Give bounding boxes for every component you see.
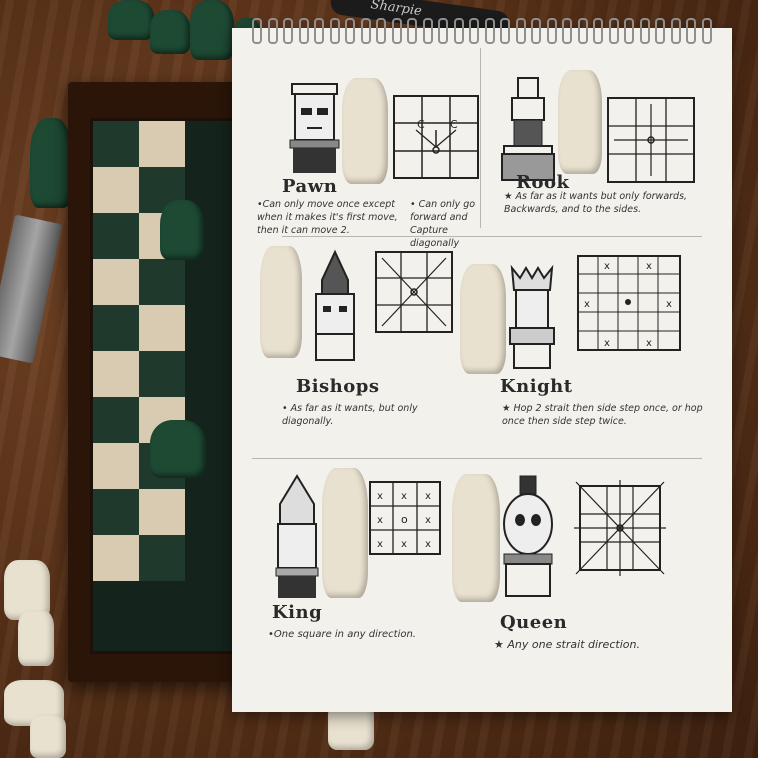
spiral-ring — [391, 18, 402, 44]
spiral-ring — [670, 18, 681, 44]
green-piece — [150, 10, 190, 54]
knight-sketch — [506, 264, 558, 372]
spiral-ring — [686, 18, 696, 44]
spiral-binding — [252, 18, 712, 44]
svg-text:x: x — [646, 338, 652, 349]
spiral-ring — [655, 18, 665, 44]
pawn-note-move: •Can only move once except when it makes… — [257, 199, 398, 236]
svg-text:x: x — [646, 261, 652, 272]
svg-text:x: x — [377, 515, 383, 526]
spiral-ring — [438, 18, 448, 44]
king-move-grid: x x x x o x x x x — [368, 480, 442, 556]
spiral-ring — [515, 18, 526, 44]
spiral-ring — [546, 18, 557, 44]
sketchbook-page: C C Pawn •Can only move once except when… — [232, 18, 732, 712]
rook-move-grid — [606, 96, 696, 184]
queen-sketch — [500, 474, 556, 600]
pawn-note-capture: • Can only go forward and Capture diagon… — [410, 199, 476, 249]
rook-sketch — [500, 76, 555, 184]
spiral-ring — [422, 18, 433, 44]
green-piece — [190, 0, 234, 60]
spiral-ring — [267, 18, 278, 44]
section-divider — [282, 236, 702, 237]
bishop-piece-photo — [260, 246, 302, 358]
spiral-ring — [376, 18, 386, 44]
queen-piece-photo — [452, 474, 500, 602]
spiral-ring — [298, 18, 309, 44]
rook-title: Rook — [516, 172, 570, 193]
section-divider — [252, 458, 702, 459]
bishops-title: Bishops — [296, 376, 380, 397]
svg-text:x: x — [377, 539, 383, 550]
spiral-ring — [531, 18, 541, 44]
pawn-title: Pawn — [282, 176, 338, 197]
queen-title: Queen — [500, 612, 568, 633]
king-note: •One square in any direction. — [268, 629, 416, 640]
spiral-ring — [407, 18, 417, 44]
knight-note: ★ Hop 2 strait then side step once, or h… — [502, 403, 703, 427]
svg-text:x: x — [425, 491, 431, 502]
queen-note: ★ Any one strait direction. — [494, 638, 640, 651]
spiral-ring — [360, 18, 371, 44]
marker-label: Sharpie — [369, 0, 423, 20]
spiral-ring — [624, 18, 634, 44]
spiral-ring — [283, 18, 293, 44]
svg-text:x: x — [401, 539, 407, 550]
column-divider — [480, 48, 481, 228]
svg-text:x: x — [425, 515, 431, 526]
spiral-ring — [329, 18, 340, 44]
knight-piece-photo — [460, 264, 506, 374]
spiral-ring — [701, 18, 712, 44]
spiral-ring — [469, 18, 479, 44]
queen-move-grid — [572, 478, 668, 578]
green-piece — [108, 0, 154, 40]
pawn-sketch — [287, 78, 342, 178]
spiral-ring — [562, 18, 572, 44]
king-title: King — [272, 602, 323, 623]
cream-piece — [18, 610, 54, 666]
spiral-ring — [608, 18, 619, 44]
svg-text:x: x — [604, 261, 610, 272]
pawn-move-grid: C C — [392, 94, 480, 180]
bishop-sketch — [310, 249, 360, 364]
svg-text:x: x — [425, 539, 431, 550]
king-piece-photo — [322, 468, 368, 598]
spiral-ring — [314, 18, 324, 44]
spiral-ring — [345, 18, 355, 44]
spiral-ring — [639, 18, 650, 44]
spiral-ring — [484, 18, 495, 44]
green-piece-on-board — [150, 420, 206, 478]
spiral-ring — [500, 18, 510, 44]
svg-text:x: x — [377, 491, 383, 502]
svg-text:x: x — [604, 338, 610, 349]
spiral-ring — [593, 18, 603, 44]
green-piece — [30, 118, 72, 208]
svg-text:x: x — [584, 299, 590, 310]
green-piece-on-board — [160, 200, 204, 260]
spiral-ring — [252, 18, 262, 44]
bishop-move-grid — [374, 250, 454, 334]
spiral-ring — [577, 18, 588, 44]
capture-letter: C — [450, 118, 458, 131]
knight-title: Knight — [500, 376, 573, 397]
spiral-ring — [453, 18, 464, 44]
svg-text:o: o — [401, 513, 408, 526]
rook-piece-photo — [558, 70, 602, 174]
pawn-piece-photo — [342, 78, 388, 184]
capture-letter: C — [417, 118, 425, 131]
svg-text:x: x — [666, 299, 672, 310]
rook-note: ★ As far as it wants but only forwards, … — [504, 191, 688, 215]
svg-text:x: x — [401, 491, 407, 502]
king-sketch — [272, 474, 322, 600]
knight-move-grid: x x x x x x — [576, 254, 682, 352]
bishops-note: • As far as it wants, but only diagonall… — [282, 403, 418, 427]
cream-piece — [30, 714, 66, 758]
